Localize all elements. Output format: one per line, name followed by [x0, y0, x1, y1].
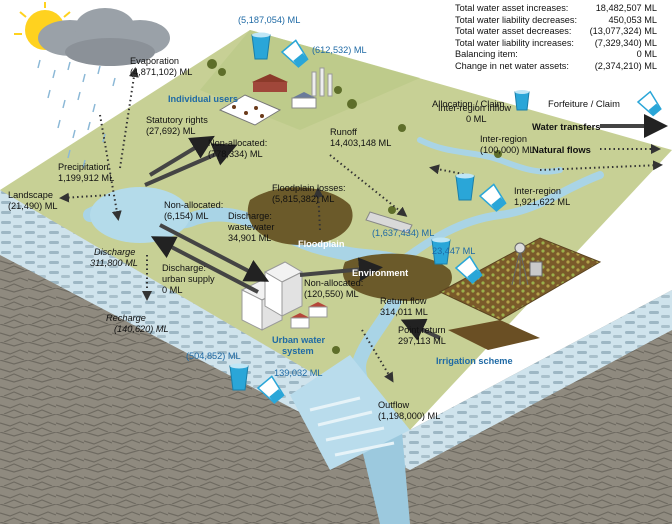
- recharge-label: Recharge: [106, 313, 146, 323]
- runoff-label: Runoff: [330, 127, 357, 137]
- non-allocated-low-value: (120,550) ML: [304, 289, 359, 299]
- allocation-urban-value: (504,852) ML: [186, 351, 241, 361]
- forfeiture-cup-icons: [256, 39, 662, 404]
- legend-allocation-claim: Allocation / Claim: [432, 98, 505, 109]
- allocation-cup-icons: [229, 32, 530, 391]
- landscape-label: Landscape: [8, 190, 53, 200]
- forfeiture-urban-value: 139,032 ML: [274, 368, 323, 378]
- summary-row: Total water liability decreases:450,053 …: [455, 14, 657, 25]
- non-allocated-mid-value: (6,154) ML: [164, 211, 209, 221]
- statutory-rights-value: (27,692) ML: [146, 126, 196, 136]
- floodplain-losses-label: Floodplain losses:: [272, 183, 346, 193]
- discharge-wastewater-label-2: wastewater: [228, 222, 275, 232]
- precipitation-label: Precipitation: [58, 162, 109, 172]
- farm-buildings: [218, 67, 333, 126]
- discharge-urban-label-1: Discharge:: [162, 263, 206, 273]
- allocation-env-value: (1,637,434) ML: [372, 228, 435, 238]
- inter-region-out-label: Inter-region: [480, 134, 527, 144]
- floodplain-area: [247, 187, 353, 245]
- natural-flow-arrows: [59, 67, 663, 383]
- allocation-top-value: (5,187,054) ML: [238, 15, 301, 25]
- summary-row: Total water asset decreases:(13,077,324)…: [455, 26, 657, 37]
- legend-water-transfers: Water transfers: [532, 121, 601, 132]
- outflow-value: (1,198,000) ML: [378, 411, 441, 421]
- city-buildings: [240, 261, 328, 331]
- floodplain-losses-value: (5,815,382) ML: [272, 194, 335, 204]
- recharge-value: (140,620) ML: [114, 324, 169, 334]
- outflow-water: [290, 355, 410, 470]
- summary-table: Total water asset increases:18,482,507 M…: [455, 3, 657, 73]
- discharge-urban-value: 0 ML: [162, 285, 183, 295]
- non-allocated-low-label: Non-allocated:: [304, 278, 364, 288]
- discharge-value: 311,800 ML: [90, 258, 138, 268]
- non-allocated-top-label: Non-allocated:: [208, 138, 268, 148]
- evaporation-value: (4,871,102) ML: [130, 67, 193, 77]
- outflow-label: Outflow: [378, 400, 410, 410]
- water-transfer-arrows: [144, 114, 668, 341]
- evaporation-label: Evaporation: [130, 56, 180, 66]
- inter-region-inflow-value: 0 ML: [466, 114, 487, 124]
- individual-users-label: Individual users: [168, 94, 238, 104]
- summary-row: Balancing item:0 ML: [455, 49, 657, 60]
- non-allocated-mid-label: Non-allocated:: [164, 200, 224, 210]
- summary-row: Total water asset increases:18,482,507 M…: [455, 3, 657, 13]
- block-right-side: [410, 290, 672, 524]
- cloud-icon: [38, 8, 170, 66]
- point-return-value: 297,113 ML: [398, 336, 446, 346]
- legend-forfeiture-claim: Forfeiture / Claim: [548, 98, 620, 109]
- return-flow-label: Return flow: [380, 296, 427, 306]
- non-allocated-top-value: (778,334) ML: [208, 149, 263, 159]
- discharge-label: Discharge: [94, 247, 136, 257]
- urban-water-system-label-2: system: [282, 346, 314, 356]
- discharge-urban-label-2: urban supply: [162, 274, 215, 284]
- forfeiture-env-value: 23,447 ML: [432, 246, 476, 256]
- inter-region-inflow-label: Inter-region inflow: [438, 103, 512, 113]
- rain: [37, 59, 116, 169]
- environment-label: Environment: [352, 268, 409, 278]
- inter-region-out-value: (100,000) ML: [480, 145, 535, 155]
- summary-row: Change in net water assets:(2,374,210) M…: [455, 60, 657, 71]
- legend-natural-flows: Natural flows: [532, 144, 591, 155]
- dam: [365, 211, 413, 234]
- return-flow-value: 314,011 ML: [380, 307, 428, 317]
- discharge-wastewater-value: 34,901 ML: [228, 233, 272, 243]
- forfeiture-top-value: (612,532) ML: [312, 45, 367, 55]
- floodplain-label: Floodplain: [298, 239, 345, 249]
- landscape-value: (21,490) ML: [8, 201, 58, 211]
- urban-water-system-label-1: Urban water: [272, 335, 326, 345]
- irrigation-scheme-label: Irrigation scheme: [436, 356, 513, 366]
- discharge-wastewater-label-1: Discharge:: [228, 211, 272, 221]
- trees: [207, 59, 502, 354]
- statutory-rights-label: Statutory rights: [146, 115, 208, 125]
- summary-row: Total water liability increases:(7,329,3…: [455, 37, 657, 48]
- runoff-value: 14,403,148 ML: [330, 138, 392, 148]
- windmill: [511, 242, 543, 286]
- inter-region-in-value: 1,921,622 ML: [514, 197, 571, 207]
- point-return-label: Point return: [398, 325, 446, 335]
- precipitation-value: 1,199,912 ML: [58, 173, 115, 183]
- inter-region-in-label: Inter-region: [514, 186, 561, 196]
